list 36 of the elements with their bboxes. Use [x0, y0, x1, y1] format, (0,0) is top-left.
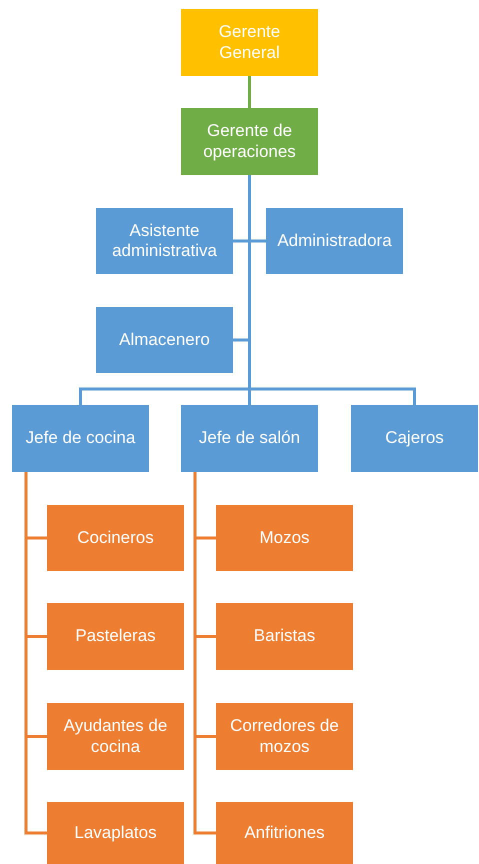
org-box: [47, 505, 184, 571]
role-title: Corredores de mozos: [229, 716, 340, 757]
org-box: [96, 307, 233, 373]
role-title: Ayudantes de cocina: [62, 716, 168, 757]
role-title: Cajeros: [385, 428, 444, 449]
org-box: [12, 405, 149, 472]
role-title: Mozos: [259, 528, 310, 548]
org-box: [266, 208, 403, 274]
org-box: [96, 208, 233, 274]
org-box: [216, 703, 353, 770]
org-box: [216, 802, 353, 864]
role-title: Baristas: [254, 626, 316, 647]
role-title: Jefe de salón: [198, 428, 300, 449]
role-title: Gerente General: [218, 22, 282, 63]
connector-line: [248, 76, 251, 108]
role-title: Administradora: [277, 230, 392, 252]
role-title: Lavaplatos: [74, 822, 157, 844]
role-title: Jefe de cocina: [26, 428, 136, 449]
org-box: [47, 703, 184, 770]
org-box: [181, 9, 318, 76]
connector-line: [194, 472, 216, 834]
role-title: Anfitriones: [244, 822, 325, 844]
org-box: [47, 603, 184, 670]
role-title: Asistente administrativa: [111, 220, 218, 262]
connector-line: [248, 175, 416, 405]
org-box: [351, 405, 478, 472]
role-title: Almacenero: [119, 330, 210, 350]
org-box: [181, 108, 318, 175]
org-box: [216, 603, 353, 670]
org-box: [47, 802, 184, 864]
connector-line: [24, 472, 47, 834]
org-box: [216, 505, 353, 571]
role-title: Cocineros: [77, 528, 154, 548]
role-title: Pasteleras: [75, 626, 156, 647]
org-box: [181, 405, 318, 472]
role-title: Gerente de operaciones: [202, 121, 297, 162]
